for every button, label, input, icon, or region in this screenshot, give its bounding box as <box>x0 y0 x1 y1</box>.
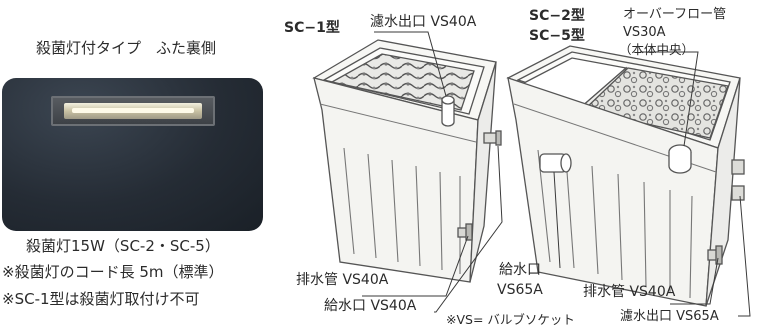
sc1-model-label: SC−1型 <box>284 20 340 36</box>
sc1-drain-pipe-label: 排水管 VS40A <box>296 272 389 288</box>
tank-diagram <box>312 31 751 317</box>
sc2-drain-pipe-label: 排水管 VS40A <box>583 284 676 300</box>
caption-line-1: 殺菌灯15W（SC-2・SC-5） <box>26 237 220 255</box>
sc2-water-inlet-label: 給水口 <box>499 262 541 278</box>
overflow-pipe-position: （本体中央） <box>619 42 695 57</box>
caption-line-3: ※SC-1型は殺菌灯取付け不可 <box>2 290 200 308</box>
sc1-water-inlet-label: 給水口 VS40A <box>324 298 417 314</box>
sc2-model-label: SC−2型 <box>529 8 585 24</box>
caption-line-2: ※殺菌灯のコード長 5m（標準） <box>2 263 224 281</box>
sc1-filter-outlet-label: 濾水出口 VS40A <box>370 14 477 30</box>
sc1-tank <box>312 39 502 283</box>
overflow-pipe-size: VS30A <box>623 25 666 40</box>
sc5-model-label: SC−5型 <box>529 28 585 44</box>
sc2-tank <box>506 45 745 307</box>
valve-socket-footnote: ※VS= バルブソケット <box>446 312 575 327</box>
sc2-water-inlet-size: VS65A <box>497 282 543 298</box>
leader-lines <box>362 31 751 317</box>
uv-lamp-tube-icon <box>64 103 202 119</box>
sc2-filter-outlet-label: 濾水出口 VS65A <box>620 309 719 324</box>
overflow-pipe-label: オーバーフロー管 <box>623 7 727 22</box>
lid-photo-title: 殺菌灯付タイプ ふた裏側 <box>36 39 217 57</box>
